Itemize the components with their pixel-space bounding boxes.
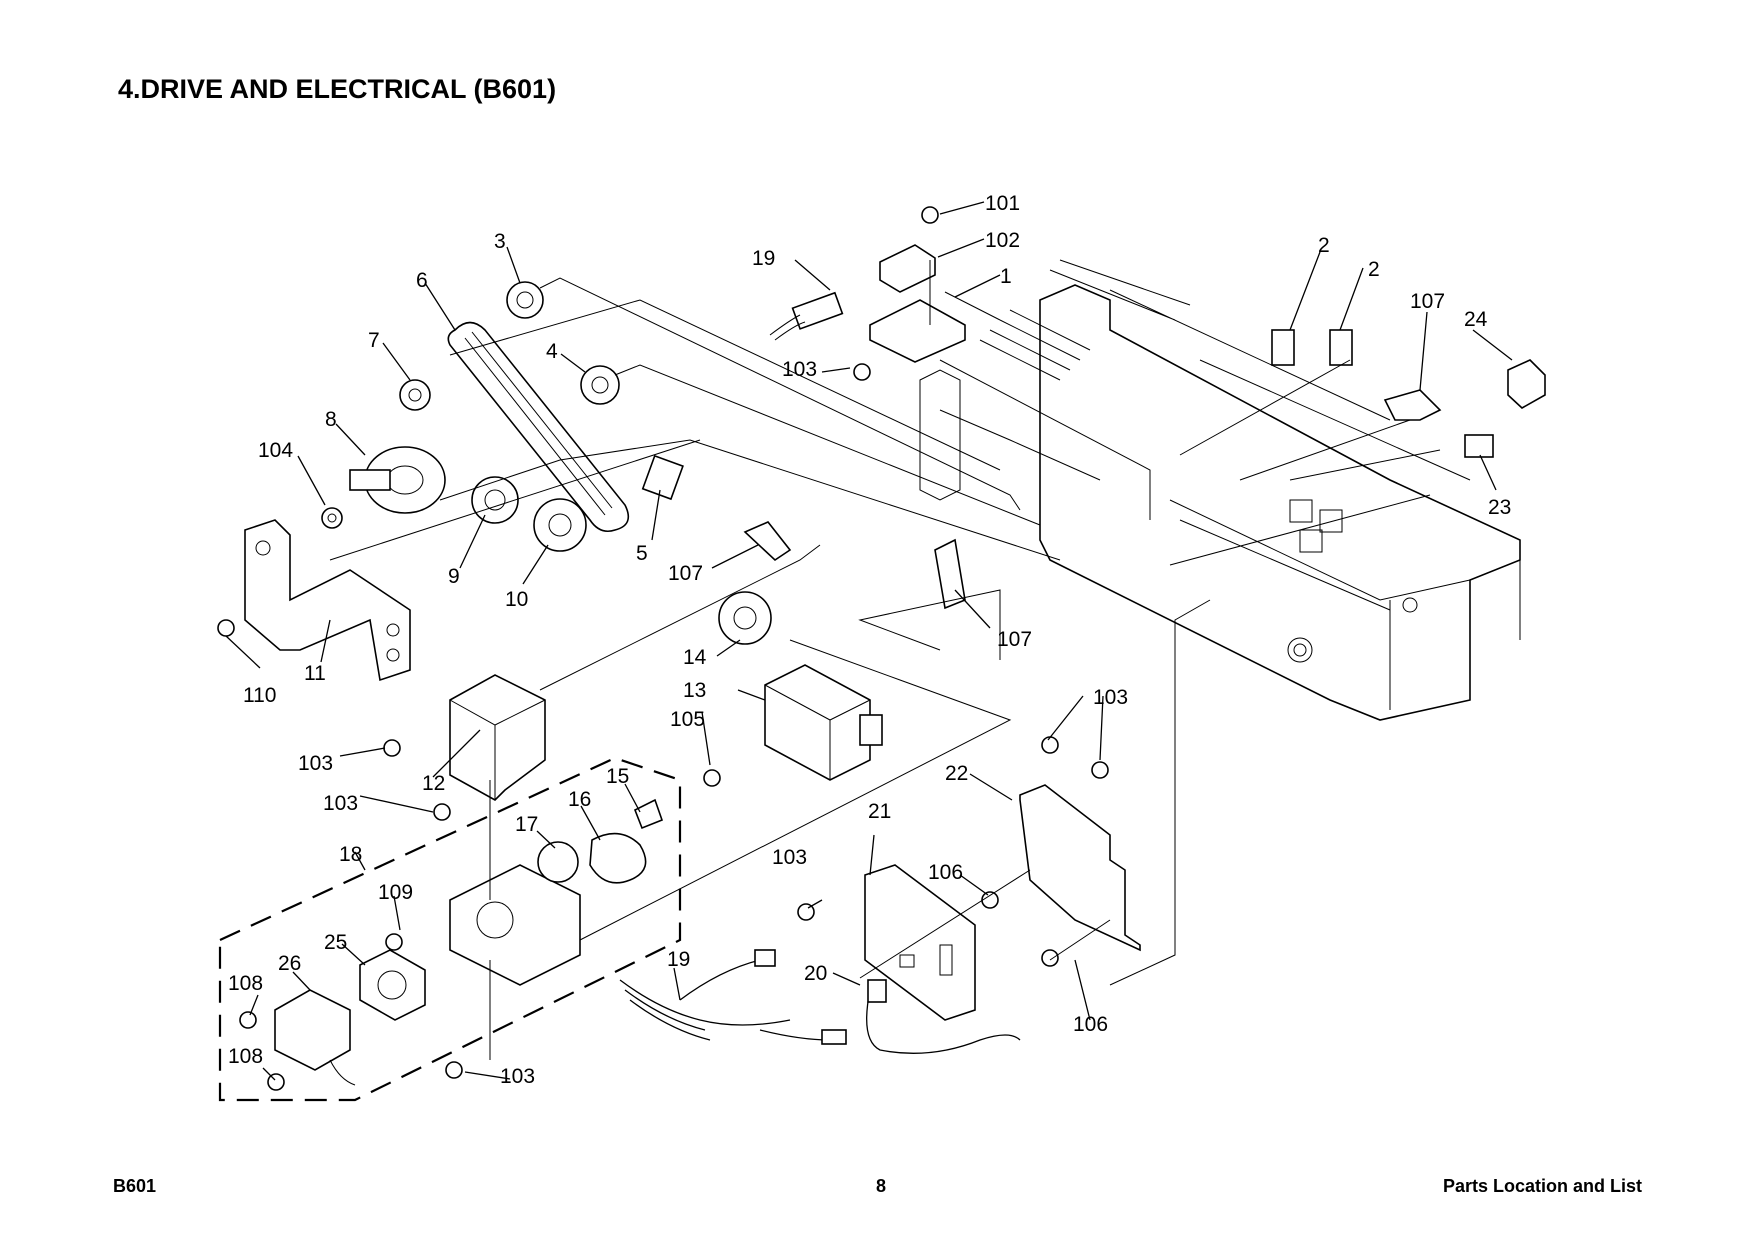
callout-103-pcb: 103	[772, 846, 807, 869]
callout-103-mid: 103	[298, 752, 333, 775]
callout-104: 104	[258, 439, 293, 462]
footer-page-number: 8	[875, 1176, 886, 1196]
callout-15: 15	[606, 765, 629, 788]
footer-section: Parts Location and List	[1442, 1176, 1642, 1196]
callout-16: 16	[568, 788, 591, 811]
callout-7: 7	[368, 329, 380, 352]
callout-103-bottom: 103	[500, 1065, 535, 1088]
reference-lines	[329, 260, 1441, 1060]
drive-belt-6	[447, 321, 630, 533]
gear-10	[533, 498, 587, 552]
gear-4	[580, 365, 620, 405]
callout-107-right: 107	[1410, 290, 1445, 313]
callout-10: 10	[505, 588, 528, 611]
leader-lines	[225, 201, 1513, 1081]
gear-7	[399, 379, 431, 411]
switch-assembly	[769, 206, 966, 381]
coupling-5	[641, 454, 684, 501]
callout-labels: 101 102 1 19 3 6 7 4 8 104 103 2 2 107 2…	[228, 192, 1511, 1088]
callout-18: 18	[339, 843, 362, 866]
callout-19-top: 19	[752, 247, 775, 270]
clutch-8	[349, 446, 446, 514]
callout-14: 14	[683, 646, 707, 669]
callout-24: 24	[1464, 308, 1488, 331]
bushing-104	[321, 507, 343, 529]
callout-11: 11	[304, 662, 326, 685]
callout-4: 4	[546, 340, 558, 363]
callout-12: 12	[422, 772, 445, 795]
callout-103-left: 103	[323, 792, 358, 815]
wire-harness	[619, 949, 1021, 1054]
bracket-11	[244, 519, 411, 682]
callout-1: 1	[1000, 265, 1012, 288]
callout-106-upper: 106	[928, 861, 963, 884]
callout-106-lower: 106	[1073, 1013, 1108, 1036]
callout-2-b: 2	[1368, 258, 1380, 281]
solenoid-13	[764, 664, 883, 781]
gear-14	[718, 591, 772, 645]
callout-23: 23	[1488, 496, 1511, 519]
callout-19-bottom: 19	[667, 948, 690, 971]
main-frame	[919, 259, 1521, 721]
callout-3: 3	[494, 230, 506, 253]
sensors	[743, 329, 1546, 610]
callout-109: 109	[378, 881, 413, 904]
callout-110: 110	[243, 684, 276, 707]
screws	[217, 619, 1109, 1091]
callout-22: 22	[945, 762, 968, 785]
callout-107-lower: 107	[997, 628, 1032, 651]
callout-17: 17	[515, 813, 538, 836]
bracket-22	[1019, 784, 1141, 952]
callout-108-lower: 108	[228, 1045, 263, 1068]
footer-model: B601	[113, 1176, 157, 1196]
page-title: 4.DRIVE AND ELECTRICAL (B601)	[118, 74, 557, 104]
callout-8: 8	[325, 408, 337, 431]
callout-9: 9	[448, 565, 460, 588]
callout-103-right: 103	[1093, 686, 1128, 709]
callout-108-upper: 108	[228, 972, 263, 995]
callout-2-a: 2	[1318, 234, 1330, 257]
callout-25: 25	[324, 931, 347, 954]
callout-101: 101	[985, 192, 1020, 215]
gear-9	[471, 476, 519, 524]
gear-3	[506, 281, 544, 319]
callout-5: 5	[636, 542, 648, 565]
callout-21: 21	[868, 800, 891, 823]
callout-26: 26	[278, 952, 301, 975]
callout-105: 105	[670, 708, 705, 731]
callout-107-mid: 107	[668, 562, 703, 585]
callout-13: 13	[683, 679, 706, 702]
callout-20: 20	[804, 962, 827, 985]
callout-103-top: 103	[782, 358, 817, 381]
pcb-21	[864, 864, 976, 1021]
callout-6: 6	[416, 269, 428, 292]
callout-102: 102	[985, 229, 1020, 252]
motor-assembly-18	[218, 756, 682, 1102]
duct-12	[449, 674, 546, 801]
